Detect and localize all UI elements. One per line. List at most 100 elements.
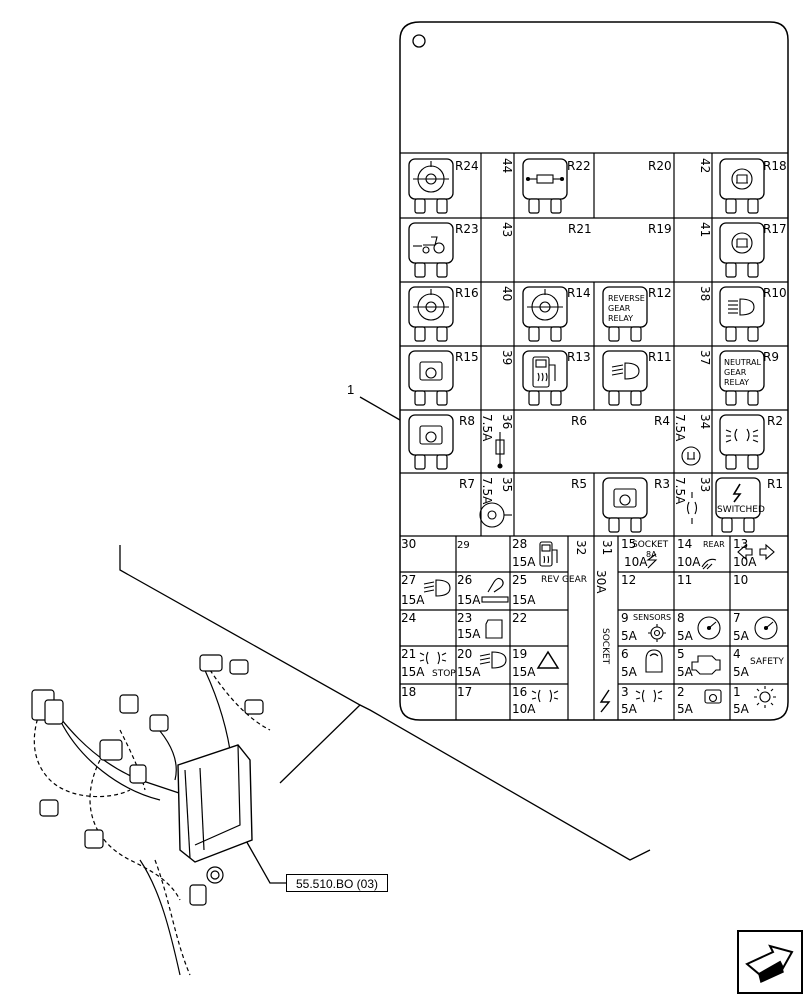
side-fuse-rating: 7.5A (480, 414, 494, 442)
fuse-number: 19 (512, 647, 527, 661)
mounting-hole-icon (412, 34, 426, 48)
side-light-icon (725, 428, 759, 443)
fuse-14-rear-light-icon (701, 558, 717, 570)
relay-R1 (715, 477, 761, 533)
fuse-15-power-icon (646, 553, 658, 569)
relay-label: R14 (567, 286, 591, 300)
fuse-label: SAFETY (750, 657, 784, 667)
relay-R14 (522, 286, 568, 342)
fuse-20-low-beam-icon (479, 651, 507, 669)
relay-label: R12 (648, 286, 672, 300)
fuse-text-labels: SOCKET SOCKET 8A REAR REV GEAR SENSORS S… (432, 540, 784, 679)
fuse-26-cigar-lighter-icon (481, 577, 509, 603)
relay-label: R24 (455, 159, 479, 173)
fuse-rating: 10A (512, 702, 536, 716)
relay-R2 (719, 414, 765, 470)
relay-R3 (602, 477, 648, 533)
relay-label: R21 (568, 222, 592, 236)
fuse-rating: 5A (677, 629, 694, 643)
side-fuse-rating: 7.5A (673, 414, 687, 442)
fuse-number: 32 (574, 540, 588, 555)
fuse-23-cab-light-icon (485, 619, 503, 639)
relay-label: R5 (571, 477, 587, 491)
fuse-rating: 5A (733, 702, 750, 716)
fuse-number: 13 (733, 537, 748, 551)
fuse-number: 24 (401, 611, 416, 625)
socket-power-icon (599, 689, 611, 713)
relay-label: R10 (763, 286, 787, 300)
fuse-label: SENSORS (633, 613, 671, 622)
relay-icons (408, 158, 778, 713)
side-fuse-number: 36 (500, 414, 514, 429)
relay-R24 (408, 158, 454, 214)
side-fuse-number: 33 (698, 477, 712, 492)
relay-R10 (719, 286, 765, 342)
fuse-rating: 15A (512, 665, 536, 679)
fuse-number: 21 (401, 647, 416, 661)
fuse-5-engine-icon (691, 655, 721, 675)
fuse-number: 8 (677, 611, 685, 625)
side-fuse-number: 40 (500, 286, 514, 301)
fuse-ratings: 15A 30A 10A 10A 10A 15A 15A 15A 15A 5A 5… (401, 555, 757, 716)
fuse-16-side-light-icon (531, 689, 559, 703)
tractor-implement-icon (413, 236, 445, 254)
fan-heater-icon (413, 289, 449, 321)
fuse-rating: 5A (677, 665, 694, 679)
side-fuse-number: 35 (500, 477, 514, 492)
relay-label: R16 (455, 286, 479, 300)
fuse-number: 17 (457, 685, 472, 699)
fuse-34-seat-icon (681, 446, 701, 466)
fuse-number: 7 (733, 611, 741, 625)
transmission-icon (419, 361, 443, 381)
fuse-number: 22 (512, 611, 527, 625)
callout-number: 1 (347, 382, 355, 397)
relay-R16 (408, 286, 454, 342)
fuse-number: 4 (733, 647, 741, 661)
fuse-number: 31 (600, 540, 614, 555)
fuse-number: 30 (401, 537, 416, 551)
relay-label: R3 (654, 477, 670, 491)
fuse-number: 18 (401, 685, 416, 699)
relay-R23 (408, 222, 454, 278)
fuse-number: 20 (457, 647, 472, 661)
relay-text: GEAR (724, 368, 747, 377)
fuse-number: 25 (512, 573, 527, 587)
fuse-label: SOCKET (632, 540, 669, 550)
side-fuse-number: 44 (500, 158, 514, 173)
side-fuse-rating: 7.5A (480, 477, 494, 505)
fuse-19-hazard-icon (536, 650, 560, 669)
seat-icon (731, 168, 753, 190)
navigation-arrow-button[interactable] (737, 930, 803, 994)
high-beam-icon (728, 298, 755, 316)
section-lines (119, 396, 651, 884)
wire-harness-illustration (31, 654, 271, 976)
section-line-left (119, 545, 362, 784)
fuse-number: 15 (621, 537, 636, 551)
relay-R11 (602, 350, 648, 406)
relay-R13 (522, 350, 568, 406)
fuse-label: REAR (703, 540, 725, 549)
side-fuse-number: 43 (500, 222, 514, 237)
fuse-1-work-light-icon (754, 686, 776, 708)
relay-label: R11 (648, 350, 672, 364)
seat-icon (731, 232, 753, 254)
side-fuse-number: 38 (698, 286, 712, 301)
fuse-rating: 5A (733, 629, 750, 643)
fan-heater-icon (527, 289, 563, 321)
reference-link[interactable]: 55.510.BO (03) (286, 874, 388, 892)
fuse-number: 29 (457, 540, 470, 551)
section-line-right (359, 704, 651, 861)
fuse-rating: 5A (621, 702, 638, 716)
fuse-grid (400, 536, 788, 720)
callout-leader (359, 396, 401, 421)
fuse-3-side-light-icon (635, 689, 663, 703)
low-beam-icon (611, 362, 640, 380)
fuse-rating: 5A (621, 665, 638, 679)
relay-label: R1 (767, 477, 783, 491)
relay-grid (400, 153, 788, 537)
relay-label: R15 (455, 350, 479, 364)
reference-leader (239, 829, 286, 884)
fan-heater-icon (413, 161, 449, 193)
side-fuse-number: 42 (698, 158, 712, 173)
fuse-number: 5 (677, 647, 685, 661)
